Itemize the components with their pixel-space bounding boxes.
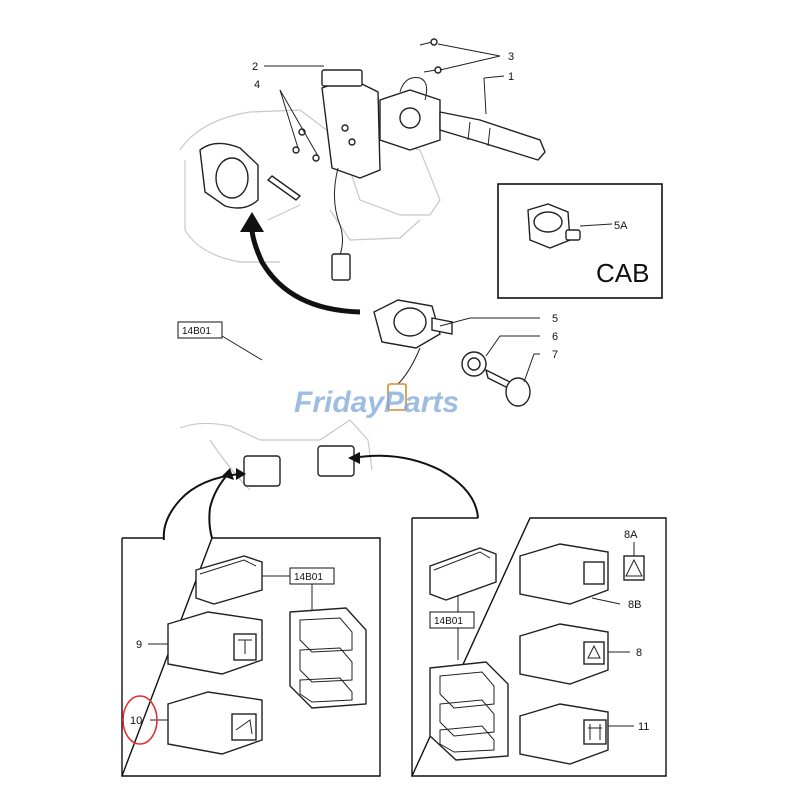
callout-5: 5 bbox=[552, 313, 558, 325]
callout-10: 10 bbox=[130, 715, 142, 727]
callout-5a: 5A bbox=[614, 220, 628, 232]
cab-label: CAB bbox=[596, 258, 649, 288]
callout-7: 7 bbox=[552, 349, 558, 361]
callouts-top: 2 3 1 4 5 6 7 bbox=[252, 43, 558, 383]
left-detail-box: 14B01 9 10 bbox=[120, 537, 381, 777]
ref-tag-top: 14B01 bbox=[177, 321, 263, 361]
callout-6: 6 bbox=[552, 331, 558, 343]
right-detail-box: 14B01 8B 8A 8 11 bbox=[410, 517, 667, 777]
callout-1: 1 bbox=[508, 71, 514, 83]
slot-arrows bbox=[162, 452, 479, 541]
ref-tag-left: 14B01 bbox=[294, 572, 323, 583]
callout-8: 8 bbox=[636, 647, 642, 659]
assembly-arrow bbox=[240, 212, 361, 315]
callout-8a: 8A bbox=[624, 529, 638, 541]
callout-4: 4 bbox=[254, 79, 260, 91]
ref-tag-top-label: 14B01 bbox=[182, 326, 211, 337]
callout-8b: 8B bbox=[628, 599, 641, 611]
combination-switch-assembly bbox=[266, 38, 546, 281]
console-outline bbox=[179, 419, 373, 491]
callout-11: 11 bbox=[638, 721, 649, 733]
callout-3: 3 bbox=[508, 51, 514, 63]
callout-2: 2 bbox=[252, 61, 258, 73]
cab-inset-box: 5A CAB bbox=[497, 183, 663, 299]
ignition-recess bbox=[199, 142, 259, 209]
callout-9: 9 bbox=[136, 639, 142, 651]
ignition-switch-group bbox=[373, 299, 531, 411]
highlight-circle bbox=[122, 695, 158, 745]
watermark: FridayParts bbox=[294, 386, 459, 419]
ref-tag-right: 14B01 bbox=[434, 616, 463, 627]
